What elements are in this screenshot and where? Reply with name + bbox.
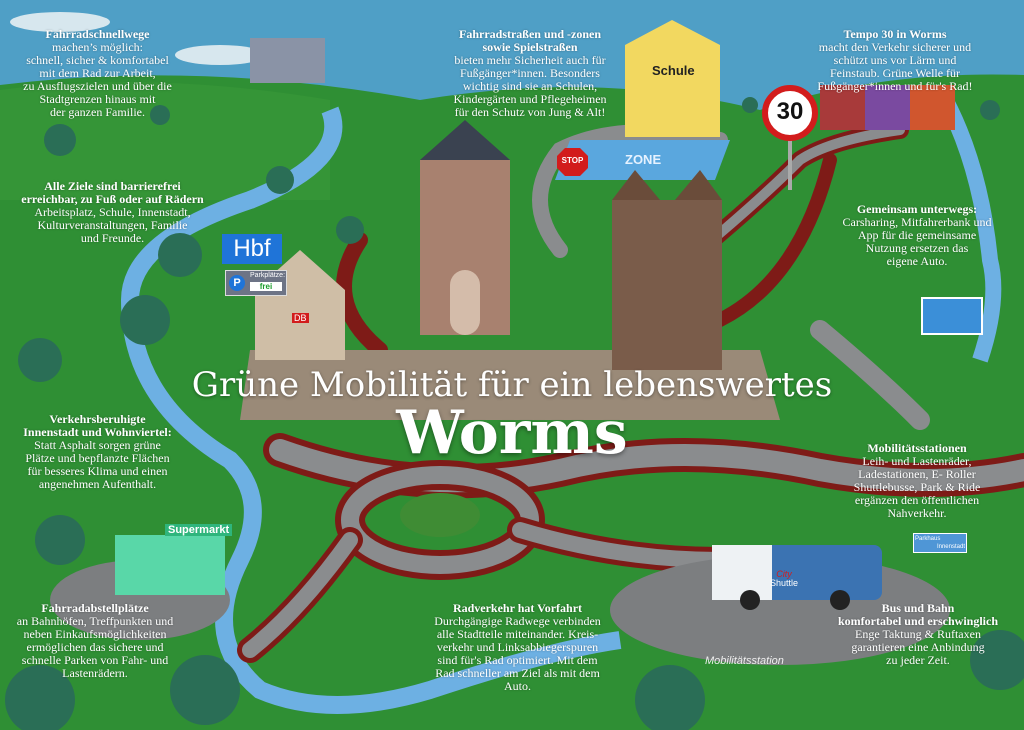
info-body: Enge Taktung & Ruftaxen garantieren eine… bbox=[851, 627, 985, 667]
info-busbahn: Bus und Bahn komfortabel und erschwingli… bbox=[818, 602, 1018, 667]
info-barrierefrei: Alle Ziele sind barrierefrei erreichbar,… bbox=[0, 180, 225, 245]
shuttle-logo: City Shuttle bbox=[770, 570, 798, 588]
info-title: Alle Ziele sind barrierefrei erreichbar,… bbox=[21, 179, 204, 206]
shuttle-logo-top: City bbox=[776, 569, 792, 579]
hbf-sign: Hbf bbox=[222, 234, 282, 264]
direction-parkhaus: Parkhaus bbox=[915, 536, 941, 542]
info-title: Verkehrsberuhigte Innenstadt und Wohnvie… bbox=[23, 412, 172, 439]
school-label: Schule bbox=[652, 63, 695, 78]
info-gemeinsam: Gemeinsam unterwegs:Carsharing, Mitfahre… bbox=[822, 203, 1012, 268]
parking-icon: P bbox=[229, 275, 245, 291]
parking-sign: P Parkplätze: frei bbox=[225, 270, 287, 296]
info-body: Carsharing, Mitfahrerbank und App für di… bbox=[842, 215, 992, 268]
info-body: Leih- und Lastenräder, Ladestationen, E-… bbox=[853, 454, 981, 520]
direction-innenstadt: Innenstadt bbox=[936, 544, 965, 550]
info-fahrradstrassen: Fahrradstraßen und -zonen sowie Spielstr… bbox=[420, 28, 640, 119]
speed-limit-sign: 30 bbox=[776, 98, 804, 125]
parking-status: frei bbox=[250, 282, 282, 291]
info-title: Tempo 30 in Worms bbox=[843, 27, 947, 41]
bike-path bbox=[120, 106, 622, 714]
highrise bbox=[250, 38, 325, 83]
direction-sign: Parkhaus Innenstadt bbox=[913, 533, 967, 553]
info-body: Arbeitsplatz, Schule, Innenstadt, Kultur… bbox=[34, 205, 191, 245]
headline: Grüne Mobilität für ein lebenswertes bbox=[191, 365, 833, 405]
zone-label: ZONE bbox=[625, 152, 662, 167]
info-title: Fahrradabstellplätze bbox=[41, 601, 149, 615]
headline-worms: Worms bbox=[396, 398, 628, 468]
info-body: Durchgängige Radwege verbinden alle Stad… bbox=[434, 614, 601, 693]
info-title: Gemeinsam unterwegs: bbox=[856, 202, 978, 216]
info-body: macht den Verkehr sicherer und schützt u… bbox=[817, 40, 973, 93]
mobility-station-label: Mobilitätsstation bbox=[705, 655, 784, 667]
info-title: Mobilitätsstationen bbox=[867, 441, 967, 455]
info-verkehrsberuhigt: Verkehrsberuhigte Innenstadt und Wohnvie… bbox=[0, 413, 195, 491]
info-title: Radverkehr hat Vorfahrt bbox=[452, 601, 583, 615]
info-body: bieten mehr Sicherheit auch für Fußgänge… bbox=[453, 53, 607, 119]
info-title: Fahrradschnellwege bbox=[45, 27, 150, 41]
info-body: an Bahnhöfen, Treffpunkten und neben Ein… bbox=[16, 614, 174, 680]
info-body: Statt Asphalt sorgen grüne Plätze und be… bbox=[25, 438, 170, 491]
supermarket-label: Supermarkt bbox=[165, 524, 233, 536]
info-title: Bus und Bahn komfortabel und erschwingli… bbox=[837, 601, 998, 628]
db-logo: DB bbox=[292, 313, 309, 323]
parking-label: Parkplätze: bbox=[250, 272, 286, 279]
info-title: Fahrradstraßen und -zonen sowie Spielstr… bbox=[458, 27, 601, 54]
info-body: machen’s möglich: schnell, sicher & komf… bbox=[23, 40, 172, 119]
stop-sign: STOP bbox=[561, 156, 584, 165]
shuttle-logo-bottom: Shuttle bbox=[770, 578, 799, 588]
